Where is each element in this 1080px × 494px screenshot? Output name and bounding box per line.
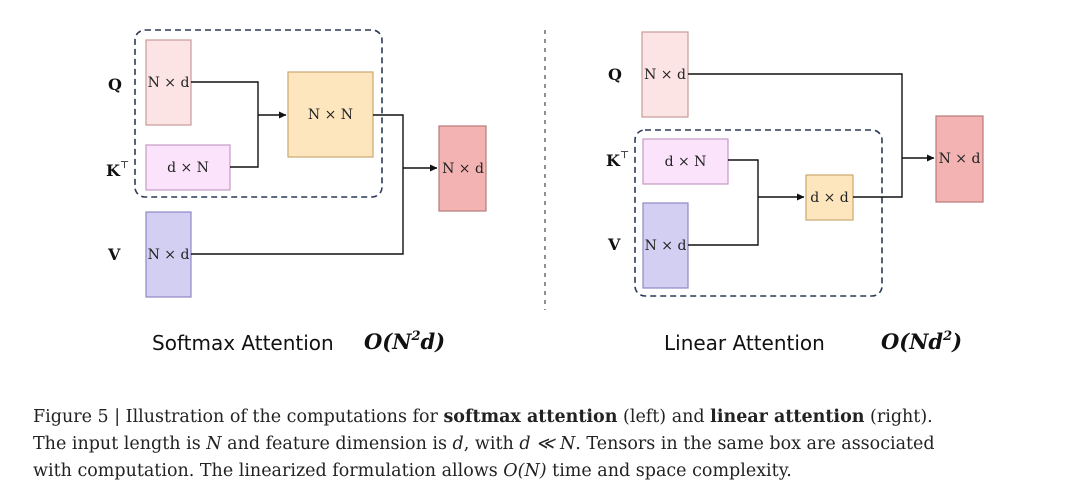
caption-bold-linear: linear attention bbox=[710, 407, 865, 427]
softmax-panel: Q K⊤ V N × d d × N N × N N × d N × d Sof… bbox=[106, 29, 487, 355]
attention-diagram: Q K⊤ V N × d d × N N × N N × d N × d Sof… bbox=[106, 29, 984, 355]
caption-math-N: N bbox=[206, 434, 222, 454]
softmax-complexity: O(N2d) bbox=[364, 329, 445, 354]
softmax-title: Softmax Attention bbox=[152, 331, 334, 355]
linear-kv-group bbox=[634, 129, 883, 297]
softmax-kt-wire bbox=[230, 115, 259, 168]
softmax-v-box bbox=[145, 211, 192, 298]
softmax-attn-wire bbox=[373, 114, 404, 168]
softmax-kt-box bbox=[145, 144, 231, 191]
linear-q-box bbox=[641, 31, 689, 118]
softmax-attn-box-label: N × N bbox=[308, 107, 353, 123]
caption-line-1: Figure 5 | Illustration of the computati… bbox=[33, 404, 1073, 431]
linear-output-box-label: N × d bbox=[939, 151, 981, 167]
caption-text: Figure 5 | Illustration of the computati… bbox=[33, 407, 444, 427]
linear-panel: Q K⊤ V N × d d × N N × d d × d N × d Lin… bbox=[606, 31, 984, 355]
linear-complexity: O(Nd2) bbox=[881, 329, 962, 354]
caption-text: . Tensors in the same box are associated bbox=[575, 434, 935, 454]
softmax-qk-group bbox=[134, 29, 383, 198]
linear-kt-box-label: d × N bbox=[665, 154, 707, 170]
linear-v-box-label: N × d bbox=[645, 238, 687, 254]
softmax-q-box bbox=[145, 39, 192, 126]
caption-math-relation: d ≪ N bbox=[519, 434, 576, 454]
caption-text: time and space complexity. bbox=[546, 461, 792, 481]
softmax-v-label: V bbox=[107, 245, 121, 264]
linear-q-wire bbox=[688, 73, 903, 158]
caption-text: with computation. The linearized formula… bbox=[33, 461, 504, 481]
softmax-q-label: Q bbox=[108, 75, 122, 94]
linear-v-box bbox=[642, 202, 689, 289]
caption-text: (left) and bbox=[617, 407, 711, 427]
linear-kv-out-wire bbox=[853, 158, 903, 198]
linear-output-box bbox=[935, 115, 984, 203]
caption-math-complexity: O(N) bbox=[503, 461, 547, 481]
linear-q-box-label: N × d bbox=[644, 67, 686, 83]
linear-v-wire bbox=[688, 197, 759, 246]
caption-text: and feature dimension is bbox=[221, 434, 453, 454]
softmax-v-wire bbox=[191, 168, 404, 255]
softmax-output-box-label: N × d bbox=[442, 161, 484, 177]
caption-math-d: d bbox=[452, 434, 464, 454]
linear-kt-box bbox=[642, 138, 729, 185]
softmax-q-box-label: N × d bbox=[148, 75, 190, 91]
caption-line-3: with computation. The linearized formula… bbox=[33, 458, 1073, 485]
caption-text: The input length is bbox=[33, 434, 207, 454]
caption-text: (right). bbox=[864, 407, 933, 427]
caption-bold-softmax: softmax attention bbox=[443, 407, 618, 427]
linear-kv-box-label: d × d bbox=[810, 190, 849, 206]
linear-k-label: K⊤ bbox=[606, 150, 629, 170]
figure-caption: Figure 5 | Illustration of the computati… bbox=[33, 404, 1073, 485]
linear-kv-box bbox=[805, 174, 854, 221]
linear-q-label: Q bbox=[608, 65, 622, 84]
softmax-v-box-label: N × d bbox=[148, 247, 190, 263]
softmax-output-box bbox=[438, 125, 487, 212]
linear-title: Linear Attention bbox=[664, 331, 825, 355]
softmax-kt-box-label: d × N bbox=[167, 160, 209, 176]
softmax-k-label: K⊤ bbox=[106, 160, 129, 180]
softmax-attn-box bbox=[287, 71, 374, 158]
linear-kt-wire bbox=[728, 159, 759, 197]
caption-line-2: The input length is N and feature dimens… bbox=[33, 431, 1073, 458]
caption-text: , with bbox=[463, 434, 520, 454]
softmax-q-wire bbox=[191, 81, 259, 115]
linear-v-label: V bbox=[607, 235, 621, 254]
